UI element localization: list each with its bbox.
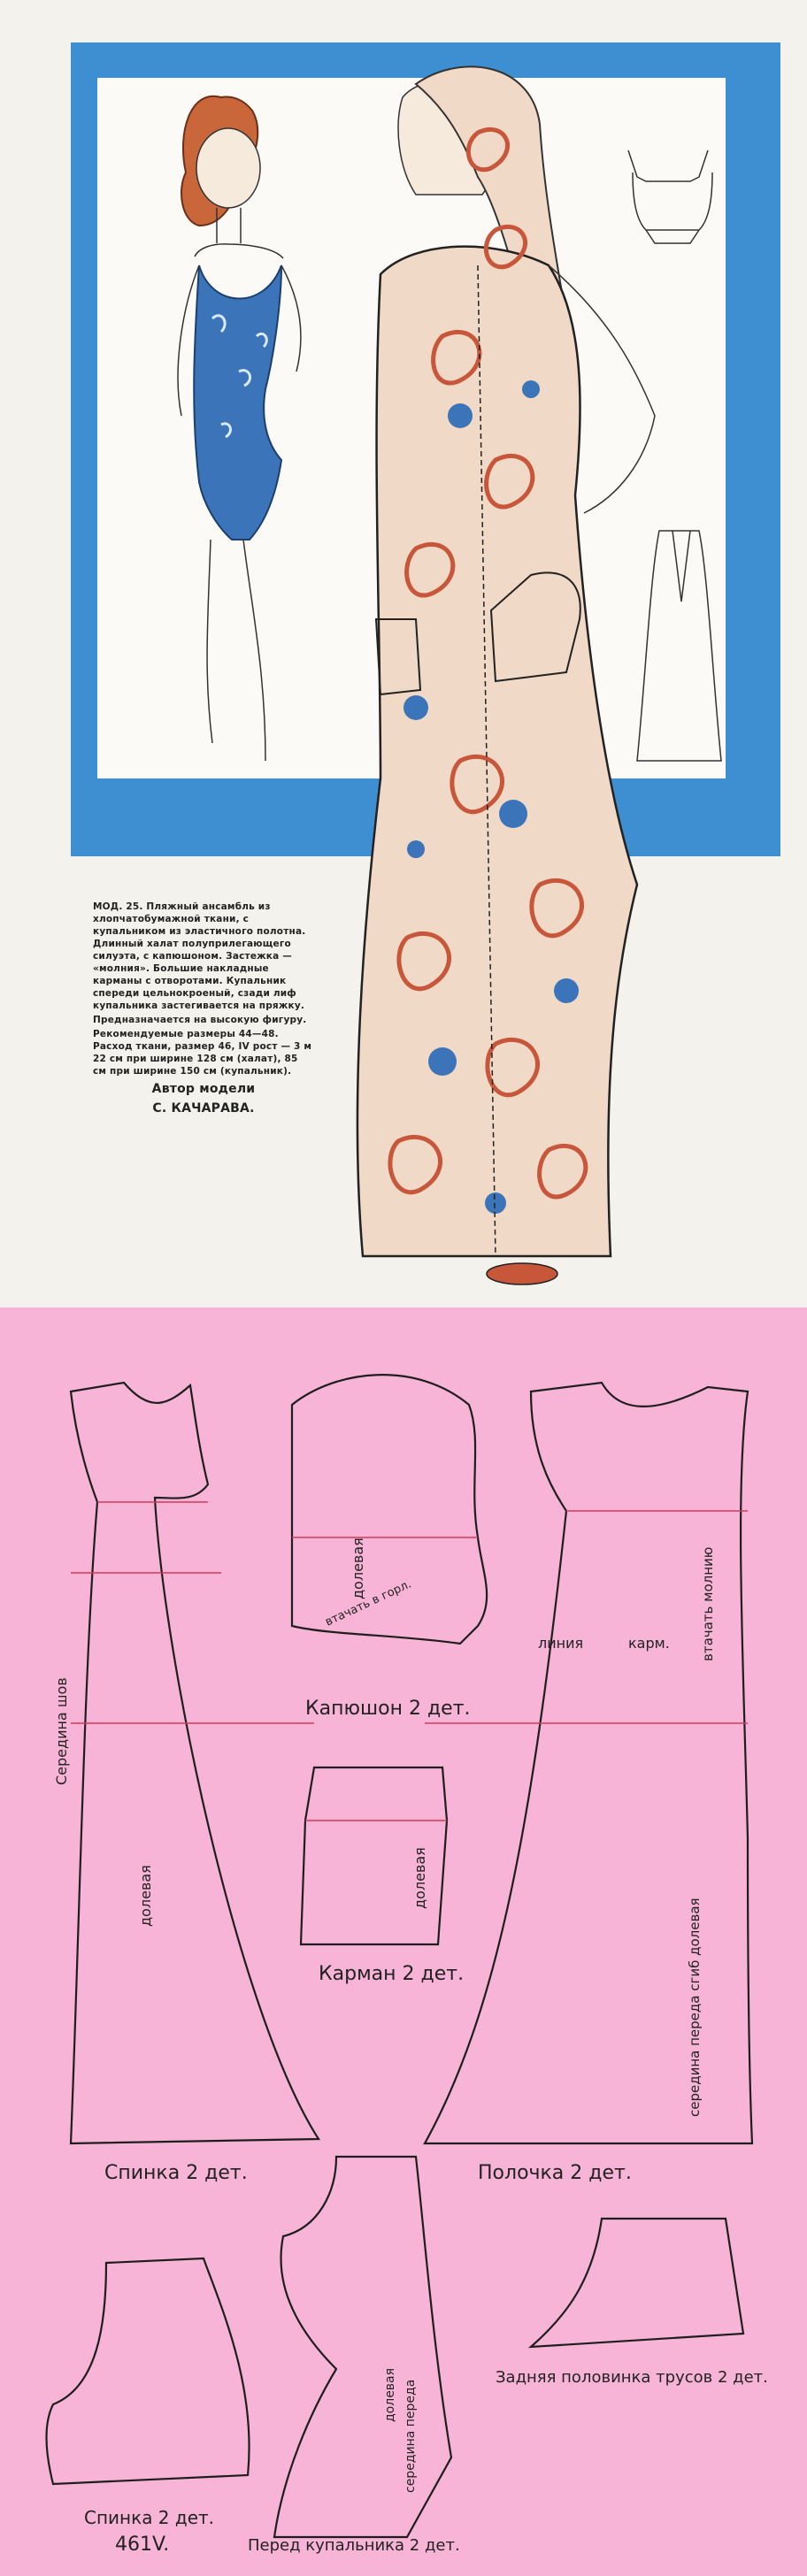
hood-set-label: втачать в горл. xyxy=(323,1577,413,1629)
front-title: Полочка 2 дет. xyxy=(478,2162,632,2184)
zipper-label: втачать молнию xyxy=(700,1547,716,1661)
back-title: Спинка 2 дет. xyxy=(104,2162,248,2184)
swim-back-piece xyxy=(45,2257,250,2486)
author-name: С. КАЧАРАВА. xyxy=(152,1101,255,1116)
swim-front-center-label: середина переда xyxy=(404,2380,418,2493)
hood-grain-label: долевая xyxy=(350,1537,366,1599)
back-piece xyxy=(69,1381,320,2145)
robe-figure xyxy=(356,65,656,1285)
fashion-illustration xyxy=(177,65,722,1285)
model-description: МОД. 25. Пляжный ансамбль из хлопчатобум… xyxy=(93,901,314,1116)
front-center-label: середина переда сгиб долевая xyxy=(687,1898,703,2117)
model-text: МОД. 25. Пляжный ансамбль из хлопчатобум… xyxy=(93,901,306,1011)
swim-back-title: Спинка 2 дет. xyxy=(84,2507,214,2528)
hood-title: Капюшон 2 дет. xyxy=(305,1698,471,1720)
swim-front-piece xyxy=(273,2155,453,2539)
pocket-mark-label: карм. xyxy=(628,1635,670,1652)
swim-front-title: Перед купальника 2 дет. xyxy=(248,2536,460,2555)
back-center-label: Середина шов xyxy=(53,1677,70,1785)
pocket-title: Карман 2 дет. xyxy=(319,1963,464,1985)
pattern-sheet: Спинка 2 дет. Капюшон 2 дет. Карман 2 де… xyxy=(0,1307,807,2576)
robe-back-sketch xyxy=(636,530,722,762)
shorts-back-piece xyxy=(527,2217,745,2349)
swim-grain-label: долевая xyxy=(383,2368,397,2422)
figure-text: Предназначается на высокую фигуру. xyxy=(93,1015,307,1025)
swimsuit-back-sketch xyxy=(627,150,713,244)
swimsuit-figure xyxy=(177,95,302,762)
pattern-drawing: Спинка 2 дет. Капюшон 2 дет. Карман 2 де… xyxy=(45,1374,768,2556)
line-label: линия xyxy=(538,1635,583,1652)
pocket-grain-label: долевая xyxy=(411,1847,428,1909)
hood-piece xyxy=(290,1374,488,1645)
back-grain-label: долевая xyxy=(137,1865,154,1927)
front-piece xyxy=(423,1381,754,2145)
sizes-text: Рекомендуемые размеры 44—48. Расход ткан… xyxy=(93,1029,312,1077)
author-label: Автор модели xyxy=(151,1082,256,1096)
illustration-page: МОД. 25. Пляжный ансамбль из хлопчатобум… xyxy=(71,42,780,1285)
shorts-back-title: Задняя половинка трусов 2 дет. xyxy=(496,2368,768,2387)
page-number: 461V. xyxy=(115,2534,169,2556)
